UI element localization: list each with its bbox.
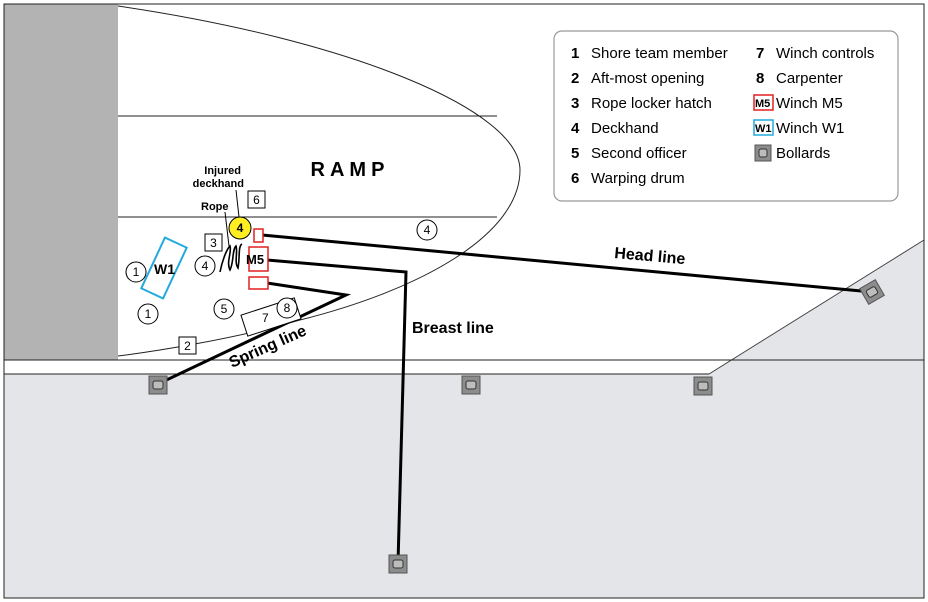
breast-line — [265, 258, 408, 565]
legend: 1 Shore team member 2 Aft-most opening 3 Rope… — [553, 30, 899, 202]
bollard — [693, 376, 713, 396]
legend-label: Winch M5 — [776, 95, 843, 112]
legend-key: 4 — [571, 120, 580, 137]
legend-item: 3 Rope locker hatch — [571, 95, 712, 112]
winch-w1-icon — [753, 119, 774, 136]
legend-key: 6 — [571, 170, 579, 187]
head-line-label: Head line — [614, 245, 686, 268]
legend-item: M5 Winch M5 — [753, 94, 843, 112]
legend-key: W1 — [755, 123, 772, 135]
legend-label: Winch W1 — [776, 120, 844, 137]
marker-deckhand-ramp: 4 — [416, 219, 438, 241]
breast-line-label: Breast line — [412, 320, 494, 337]
legend-label: Carpenter — [776, 70, 843, 87]
legend-label: Deckhand — [591, 120, 659, 137]
svg-text:2: 2 — [184, 339, 191, 353]
legend-label: Rope locker hatch — [591, 95, 712, 112]
legend-key: 5 — [571, 145, 579, 162]
winch-m5-icon — [753, 94, 774, 111]
legend-item: W1 Winch W1 — [753, 119, 844, 137]
rope-label: Rope — [201, 201, 229, 213]
legend-key: 1 — [571, 45, 579, 62]
svg-text:5: 5 — [221, 302, 228, 316]
legend-key: M5 — [755, 98, 770, 110]
marker-carpenter: 8 — [276, 297, 298, 319]
bollard — [461, 375, 481, 395]
bollard — [148, 375, 168, 395]
svg-text:1: 1 — [145, 307, 152, 321]
legend-label: Winch controls — [776, 45, 874, 62]
quay-area — [3, 239, 925, 599]
legend-label: Shore team member — [591, 45, 728, 62]
winch-m5: M5 — [246, 246, 269, 272]
marker-second-officer: 5 — [213, 298, 235, 320]
spring-line — [156, 281, 352, 386]
legend-label: Bollards — [776, 145, 830, 162]
marker-shore-team-1: 1 — [125, 261, 147, 283]
head-line — [260, 233, 874, 294]
legend-label: Warping drum — [591, 170, 685, 187]
legend-item: 5 Second officer — [571, 145, 687, 162]
legend-key: 7 — [756, 45, 764, 62]
svg-text:M5: M5 — [246, 252, 264, 267]
injured-deckhand-label: Injured deckhand — [193, 165, 244, 190]
ship-side — [4, 4, 118, 360]
svg-text:4: 4 — [237, 221, 244, 235]
svg-text:4: 4 — [202, 259, 209, 273]
rope-pointer — [224, 211, 230, 247]
legend-label: Second officer — [591, 145, 687, 162]
marker-deckhand-coil: 4 — [194, 255, 216, 277]
bollard — [388, 554, 408, 574]
legend-key: 3 — [571, 95, 579, 112]
warping-drum — [253, 228, 264, 243]
winch-w1: W1 — [139, 236, 189, 300]
svg-text:W1: W1 — [154, 261, 175, 277]
svg-text:1: 1 — [133, 265, 140, 279]
marker-winch-controls: 7 — [262, 311, 269, 325]
legend-item: 2 Aft-most opening — [571, 70, 704, 87]
injured-pointer — [235, 189, 240, 218]
marker-aft-most-opening: 2 — [178, 336, 197, 355]
legend-item: 1 Shore team member — [571, 45, 728, 62]
legend-label: Aft-most opening — [591, 70, 704, 87]
legend-key: 8 — [756, 70, 764, 87]
svg-text:6: 6 — [253, 193, 260, 207]
frame — [3, 3, 925, 599]
bollard — [859, 279, 885, 305]
winch-m5-lower — [248, 276, 269, 290]
bollard-icon-inner — [758, 148, 768, 158]
ramp-label: RAMP — [311, 159, 390, 181]
legend-item: 4 Deckhand — [571, 120, 659, 137]
legend-item: 7 Winch controls — [756, 45, 874, 62]
svg-text:3: 3 — [210, 236, 217, 250]
svg-text:8: 8 — [284, 301, 291, 315]
legend-key: 2 — [571, 70, 579, 87]
legend-item: 8 Carpenter — [756, 70, 843, 87]
marker-shore-team-2: 1 — [137, 303, 159, 325]
svg-text:4: 4 — [424, 223, 431, 237]
rope-coil — [219, 243, 243, 273]
marker-rope-locker-hatch: 3 — [204, 233, 223, 252]
marker-warping-drum: 6 — [247, 190, 266, 209]
marker-injured-deckhand: 4 — [228, 216, 252, 240]
legend-box — [553, 30, 899, 202]
ship-hull-outline — [117, 5, 521, 357]
legend-item: Bollards — [754, 144, 830, 162]
legend-item: 6 Warping drum — [571, 170, 685, 187]
